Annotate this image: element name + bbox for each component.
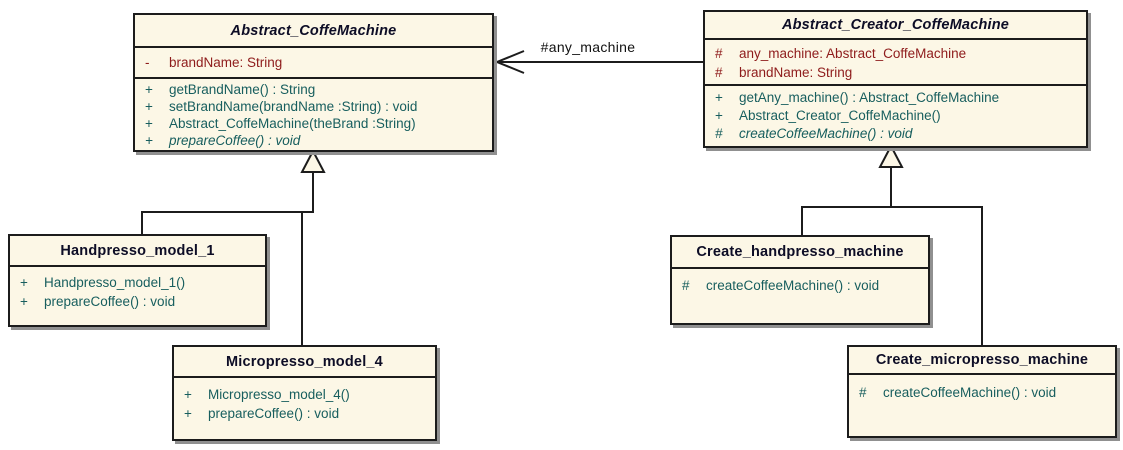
method-compartment: # createCoffeeMachine() : void — [849, 375, 1115, 436]
method-compartment: + getBrandName() : String + setBrandName… — [135, 79, 492, 150]
class-method: # createCoffeeMachine() : void — [682, 278, 880, 293]
class-method: + prepareCoffee() : void — [184, 406, 340, 421]
class-handpresso-model-1: Handpresso_model_1 + Handpresso_model_1(… — [8, 234, 267, 327]
class-method: + Abstract_CoffeMachine(theBrand :String… — [145, 116, 416, 131]
class-method: + getAny_machine() : Abstract_CoffeMachi… — [715, 90, 1000, 105]
class-abstract-creator-coffemachine: Abstract_Creator_CoffeMachine # any_mach… — [703, 10, 1088, 148]
class-title: Handpresso_model_1 — [10, 236, 265, 267]
class-title: Abstract_CoffeMachine — [135, 15, 492, 48]
class-attribute: # any_machine: Abstract_CoffeMachine — [715, 46, 967, 61]
class-title: Micropresso_model_4 — [174, 347, 435, 378]
class-attribute: - brandName: String — [145, 55, 283, 70]
class-method: + Abstract_Creator_CoffeMachine() — [715, 108, 941, 123]
class-method: + Handpresso_model_1() — [20, 275, 186, 290]
class-title: Abstract_Creator_CoffeMachine — [705, 12, 1086, 40]
class-create-handpresso-machine: Create_handpresso_machine # createCoffee… — [670, 235, 930, 325]
class-title: Create_handpresso_machine — [672, 237, 928, 269]
class-micropresso-model-4: Micropresso_model_4 + Micropresso_model_… — [172, 345, 437, 441]
class-method: + Micropresso_model_4() — [184, 387, 350, 402]
class-method: + getBrandName() : String — [145, 82, 316, 97]
attribute-compartment: # any_machine: Abstract_CoffeMachine # b… — [705, 40, 1086, 86]
class-method: # createCoffeeMachine() : void — [859, 385, 1057, 400]
method-compartment: # createCoffeeMachine() : void — [672, 269, 928, 323]
class-method: + prepareCoffee() : void — [20, 294, 176, 309]
method-compartment: + Handpresso_model_1() + prepareCoffee()… — [10, 267, 265, 325]
association-label-any-machine: #any_machine — [540, 39, 636, 55]
generalization-triangle-icon — [878, 143, 904, 168]
class-attribute: # brandName: String — [715, 65, 853, 80]
generalization-triangle-icon — [300, 148, 326, 173]
class-title: Create_micropresso_machine — [849, 347, 1115, 375]
generalization-right — [801, 143, 983, 346]
class-method-abstract: + prepareCoffee() : void — [145, 133, 301, 148]
attribute-compartment: - brandName: String — [135, 48, 492, 79]
method-compartment: + getAny_machine() : Abstract_CoffeMachi… — [705, 86, 1086, 146]
class-method: + setBrandName(brandName :String) : void — [145, 99, 418, 114]
method-compartment: + Micropresso_model_4() + prepareCoffee(… — [174, 378, 435, 439]
generalization-left — [141, 148, 326, 346]
association-any-machine — [494, 50, 703, 74]
open-arrowhead-icon — [494, 50, 525, 74]
class-create-micropresso-machine: Create_micropresso_machine # createCoffe… — [847, 345, 1117, 438]
class-method-abstract: # createCoffeeMachine() : void — [715, 126, 913, 141]
class-abstract-coffemachine: Abstract_CoffeMachine - brandName: Strin… — [133, 13, 494, 152]
